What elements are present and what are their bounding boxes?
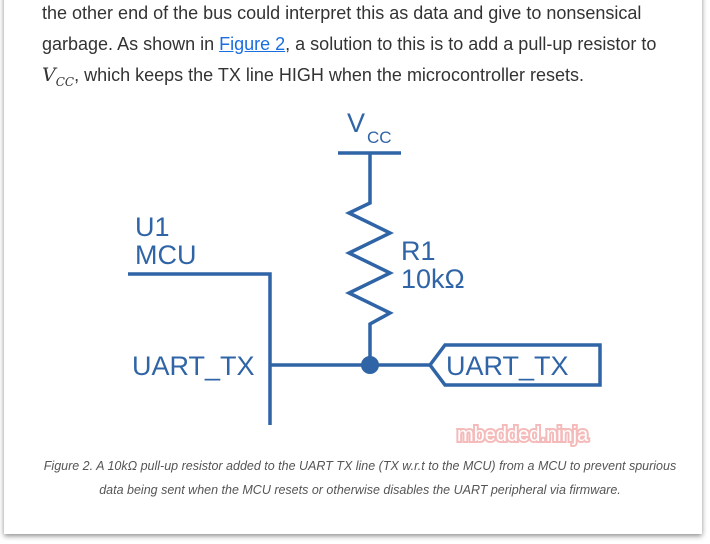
vcc-sub: CC [55, 74, 75, 89]
mcu-outline [128, 272, 272, 425]
vcc-main: V [42, 64, 56, 86]
vcc-label: V [347, 108, 365, 138]
net-label-text: UART_TX [446, 351, 569, 381]
r1-label: R1 [401, 236, 436, 266]
net-label-flag [427, 343, 602, 387]
figure-caption: Figure 2. A 10kΩ pull-up resistor added … [43, 459, 677, 497]
resistor-r1 [344, 153, 394, 365]
mcu-label: MCU [135, 240, 197, 270]
figure-2-link[interactable]: Figure 2 [219, 34, 286, 54]
paragraph-text: garbage. As shown in [42, 34, 220, 54]
r1-value: 10kΩ [401, 264, 465, 294]
paragraph-line: the other end of the bus could interpret… [42, 3, 642, 23]
vcc-math: VCC [42, 64, 75, 89]
vcc-sub-label: CC [367, 128, 392, 147]
paragraph-text: , a solution to this is to add a pull-up… [285, 34, 657, 54]
mcu-pin-label: UART_TX [132, 351, 255, 381]
junction-dot [361, 356, 379, 374]
u1-label: U1 [135, 212, 170, 242]
article-card [4, 0, 702, 534]
body-paragraph: the other end of the bus could interpret… [42, 0, 682, 98]
paragraph-line: garbage. As shown in Figure 2, a solutio… [42, 29, 682, 60]
watermark-logo: mbedded.ninja [457, 424, 589, 446]
paragraph-line: VCC, which keeps the TX line HIGH when t… [42, 60, 682, 98]
paragraph-text: , which keeps the TX line HIGH when the … [74, 65, 584, 85]
